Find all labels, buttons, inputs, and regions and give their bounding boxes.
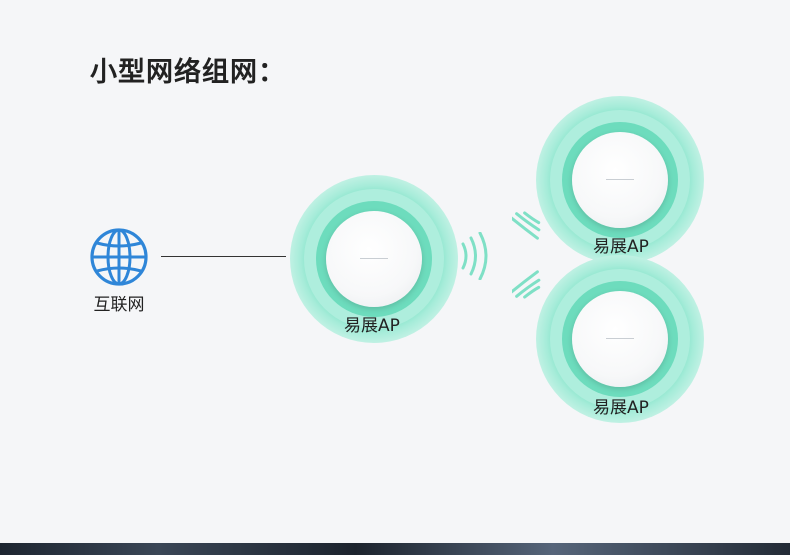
ceiling-ap-icon	[572, 132, 668, 228]
globe-icon	[90, 228, 148, 286]
ap-node-bottom	[536, 255, 704, 423]
ap-node-main	[290, 175, 458, 343]
bottom-decorative-strip	[0, 543, 790, 555]
ap-label-main: 易展AP	[344, 316, 400, 336]
ap-label-top: 易展AP	[593, 237, 649, 257]
ap-label-bottom: 易展AP	[593, 398, 649, 418]
wireless-signal-icon	[461, 232, 488, 280]
page-title: 小型网络组网：	[90, 57, 286, 88]
internet-label: 互联网	[93, 295, 145, 315]
ceiling-ap-icon	[572, 291, 668, 387]
ap-node-top	[536, 96, 704, 264]
wireless-signal-icon	[512, 270, 541, 299]
ceiling-ap-icon	[326, 211, 422, 307]
wireless-signal-icon	[512, 211, 541, 240]
wired-connection-line	[161, 256, 286, 257]
